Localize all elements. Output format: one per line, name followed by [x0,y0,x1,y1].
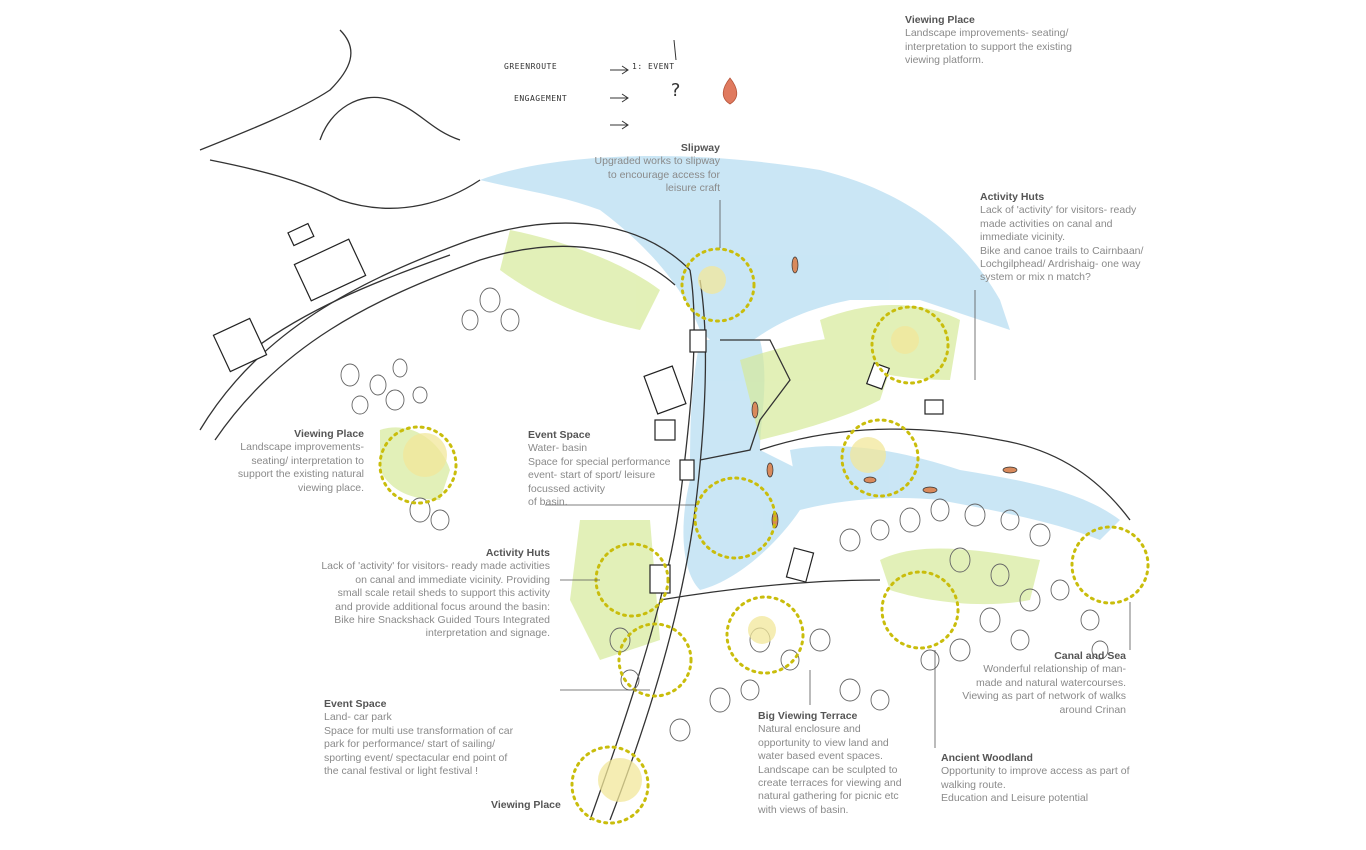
note-body: Water- basin Space for special performan… [528,442,671,509]
note-body: Lack of 'activity' for visitors- ready m… [980,204,1144,284]
flame-icon [722,77,738,105]
note-viewing-place-left: Viewing Place Landscape improvements- se… [228,428,364,495]
note-viewing-place-bottom: Viewing Place [491,799,591,812]
note-body: Upgraded works to slipway to encourage a… [594,155,720,195]
note-activity-huts-left: Activity Huts Lack of 'activity' for vis… [318,547,550,641]
note-title: Slipway [680,142,720,154]
note-title: Event Space [324,698,387,710]
legend-event: 1: EVENT [632,62,675,71]
note-title: Big Viewing Terrace [758,710,858,722]
note-title: Viewing Place [905,14,975,26]
note-title: Viewing Place [491,799,561,811]
note-big-viewing-terrace: Big Viewing Terrace Natural enclosure an… [758,710,918,817]
note-body: Land- car park Space for multi use trans… [324,711,514,778]
note-title: Activity Huts [485,547,550,559]
note-body: Lack of 'activity' for visitors- ready m… [321,560,550,640]
note-activity-huts-right: Activity Huts Lack of 'activity' for vis… [980,191,1180,285]
dotted-circles [378,247,1150,825]
legend-green-route: GREENROUTE [504,62,558,71]
note-ancient-woodland: Ancient Woodland Opportunity to improve … [941,752,1151,806]
note-title: Event Space [528,429,591,441]
note-body: Opportunity to improve access as part of… [941,765,1130,805]
water-areas [480,156,1120,590]
note-title: Viewing Place [294,428,364,440]
highlight-patches [403,266,919,802]
legend-arrows [610,39,677,130]
note-body: Wonderful relationship of man- made and … [962,663,1126,716]
note-title: Activity Huts [980,191,1045,203]
legend-engagement: ENGAGEMENT [514,94,568,103]
note-title: Ancient Woodland [941,752,1033,764]
note-event-space-carpark: Event Space Land- car park Space for mul… [324,698,524,778]
note-slipway: Slipway Upgraded works to slipway to enc… [560,142,720,196]
buildings [212,222,944,594]
legend-question-mark: ? [670,80,682,101]
note-body: Landscape improvements- seating/ interpr… [237,441,364,494]
note-canal-and-sea: Canal and Sea Wonderful relationship of … [950,650,1126,717]
grass-areas [380,230,1040,660]
tree-clusters [340,287,1109,742]
note-body: Natural enclosure and opportunity to vie… [758,723,902,816]
note-event-space-basin: Event Space Water- basin Space for speci… [528,429,678,509]
leader-lines [545,200,1131,748]
note-body: Landscape improvements- seating/ interpr… [905,27,1072,67]
note-title: Canal and Sea [1054,650,1126,662]
note-viewing-place-top: Viewing Place Landscape improvements- se… [905,14,1105,68]
